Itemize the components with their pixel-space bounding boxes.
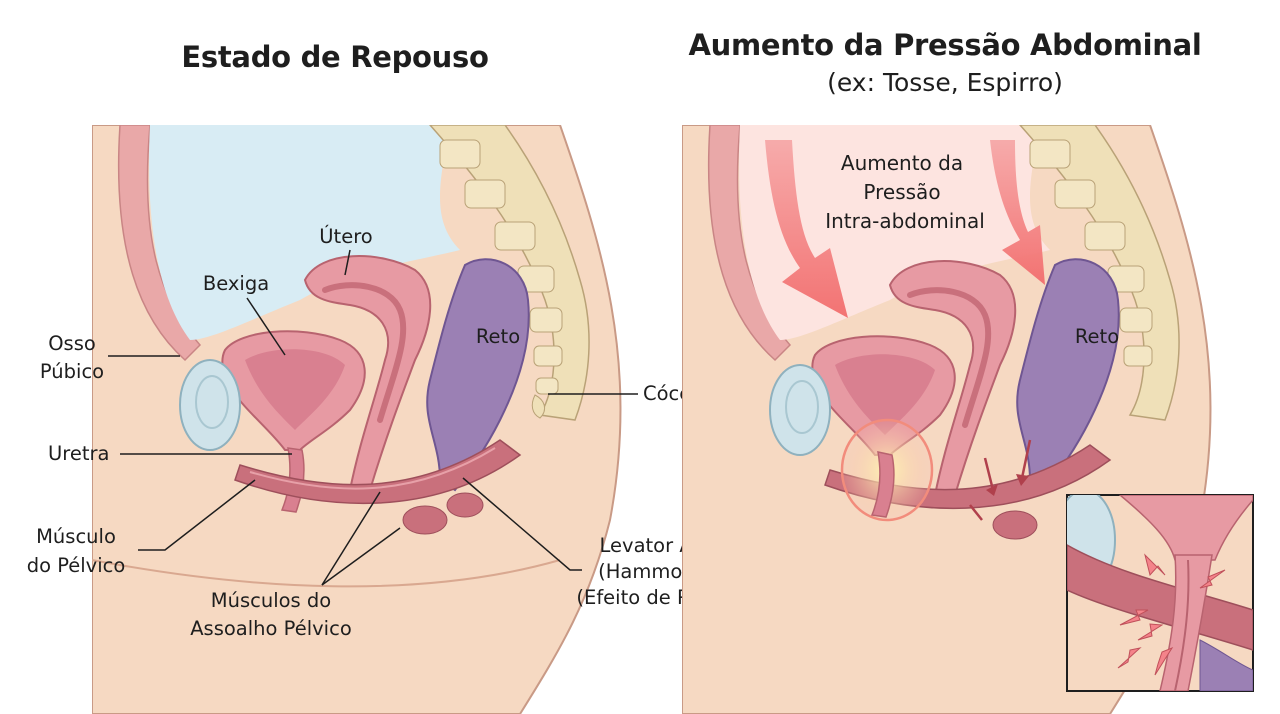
label-uretra: Uretra [48,442,109,465]
spine-right [1018,125,1180,421]
label-reto-left: Reto [476,325,520,348]
label-utero: Útero [319,224,372,248]
label-pressure-line3: Intra-abdominal [825,209,985,233]
abdominal-wall [117,125,202,362]
right-panel-subtitle: (ex: Tosse, Espirro) [827,68,1063,97]
pubic-bone [179,359,241,451]
abdominal-cavity [149,125,460,340]
left-pelvis-figure [92,125,622,714]
pressure-arrow-left [765,140,848,318]
left-panel-title: Estado de Repouso [181,40,489,74]
label-osso-line1: Osso [48,332,96,355]
label-musculos-line1: Músculos do [211,589,331,612]
label-musculo-line2: do Pélvico [27,554,126,577]
right-labels: Aumento da Pressão Intra-abdominal Reto [825,151,1119,348]
pubic-bone-right [769,364,831,456]
label-pressure-line1: Aumento da [841,151,963,175]
right-panel-title: Aumento da Pressão Abdominal [688,28,1202,62]
urethra-zoom-inset [1066,494,1254,692]
label-pressure-line2: Pressão [863,180,940,204]
coccyx-bone [531,394,546,419]
label-musculos-line2: Assoalho Pélvico [190,617,352,640]
label-reto-right: Reto [1075,325,1119,348]
levator-ani-muscle [234,439,522,505]
pressure-arrow-right [990,140,1045,285]
label-musculo-line1: Músculo [36,525,116,548]
label-bexiga: Bexiga [203,272,269,295]
spine [428,125,590,421]
label-osso-line2: Púbico [40,360,104,383]
abdominal-wall-right [707,125,792,362]
